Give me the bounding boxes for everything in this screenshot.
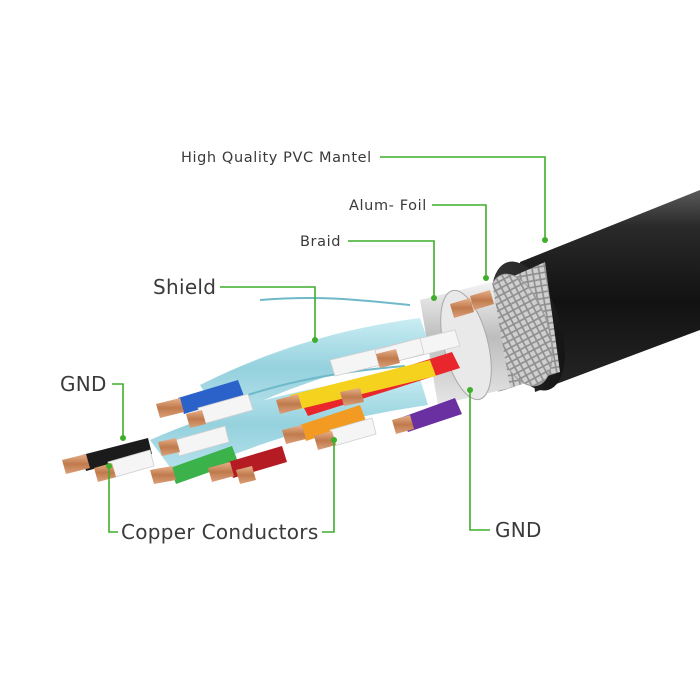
leader-shield — [220, 286, 316, 340]
leader-dot-alum-foil — [483, 275, 489, 281]
leader-pvc-mantel — [380, 156, 546, 240]
label-alum-foil: Alum- Foil — [349, 198, 427, 214]
leader-gnd-left — [112, 383, 124, 438]
label-pvc-mantel: High Quality PVC Mantel — [181, 150, 372, 166]
leader-copper-left — [108, 466, 118, 533]
leader-copper-right — [322, 440, 335, 533]
copper-tips — [62, 290, 494, 484]
leader-lines — [106, 156, 548, 533]
label-braid: Braid — [300, 234, 341, 250]
leader-braid — [348, 240, 435, 298]
label-gnd-left: GND — [60, 372, 107, 396]
cable-illustration — [62, 190, 700, 484]
leader-dot-pvc-mantel — [542, 237, 548, 243]
leader-gnd-right — [469, 390, 490, 531]
leader-dot-copper-right — [331, 437, 337, 443]
leader-dot-braid — [431, 295, 437, 301]
leader-dot-copper-left — [106, 463, 112, 469]
leader-dot-shield — [312, 337, 318, 343]
label-shield: Shield — [153, 275, 216, 299]
label-copper-conductors: Copper Conductors — [121, 520, 319, 544]
aluminium-foil-layer — [420, 282, 510, 405]
leader-dot-gnd-left — [120, 435, 126, 441]
labels: High Quality PVC Mantel Alum- Foil Braid… — [60, 150, 542, 544]
label-gnd-right: GND — [495, 518, 542, 542]
leader-dot-gnd-right — [467, 387, 473, 393]
leader-alum-foil — [432, 204, 487, 278]
